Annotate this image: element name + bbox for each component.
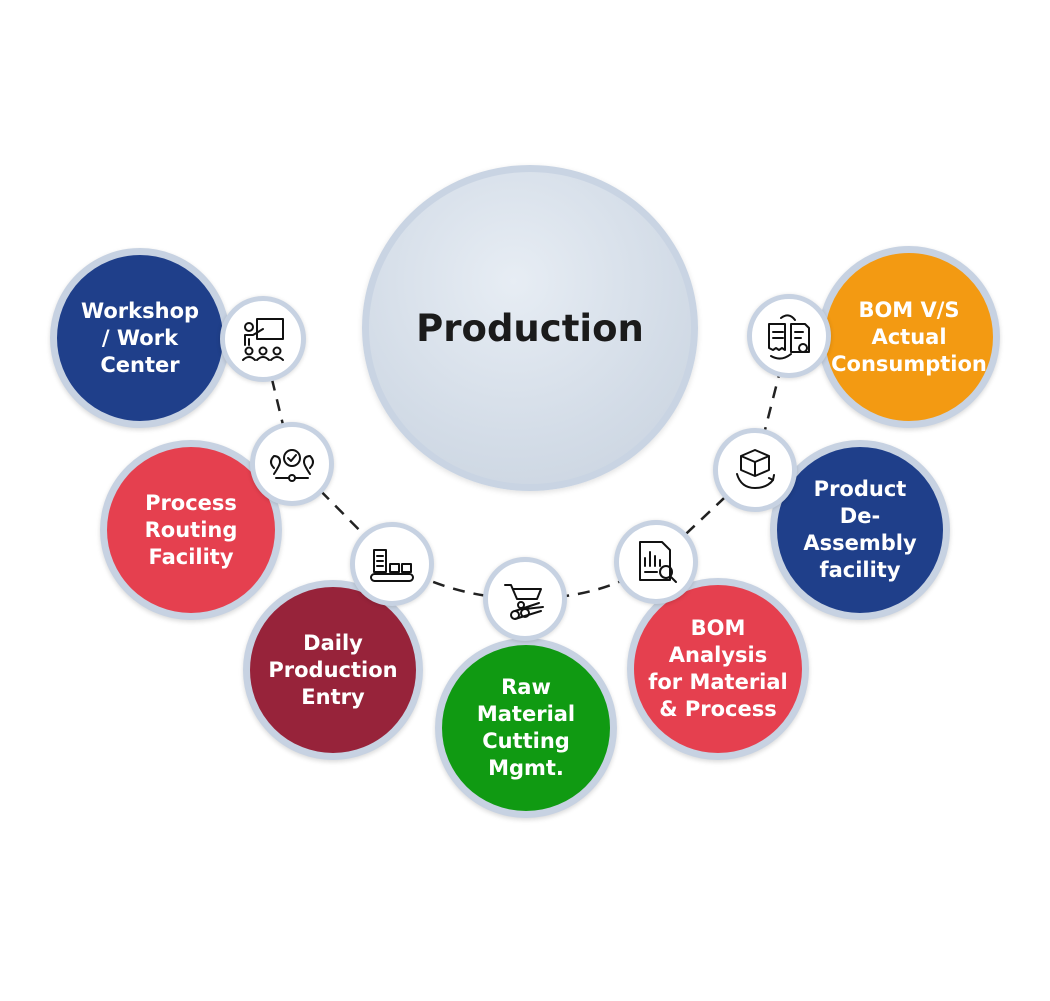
node-bom-analysis: BOM Analysis for Material & Process <box>627 578 809 760</box>
node-process-routing: Process Routing Facility <box>100 440 282 620</box>
node-label: Daily Production Entry <box>268 630 398 709</box>
node-daily-production: Daily Production Entry <box>243 580 423 760</box>
node-label: BOM Analysis for Material & Process <box>648 616 788 721</box>
box-return-icon <box>713 428 797 512</box>
wheelbarrow-logs-icon <box>483 557 567 641</box>
document-analysis-icon <box>614 520 698 604</box>
node-label: Raw Material Cutting Mgmt. <box>476 675 576 780</box>
node-bom-vs-actual: BOM V/S Actual Consumption <box>818 246 1000 428</box>
node-workshop: Workshop / Work Center <box>50 248 230 428</box>
teacher-presentation-icon <box>220 296 306 382</box>
document-compare-icon <box>747 294 831 378</box>
hub-title: Production <box>416 306 644 350</box>
conveyor-belt-icon <box>350 522 434 606</box>
node-label: Process Routing Facility <box>144 490 238 569</box>
node-label: Product De-Assembly facility <box>803 477 917 582</box>
route-gear-icon <box>250 422 334 506</box>
node-label: BOM V/S Actual Consumption <box>831 297 987 376</box>
node-de-assembly: Product De-Assembly facility <box>770 440 950 620</box>
production-hub: Production <box>362 165 698 491</box>
node-label: Workshop / Work Center <box>80 298 200 377</box>
node-raw-material: Raw Material Cutting Mgmt. <box>435 638 617 818</box>
